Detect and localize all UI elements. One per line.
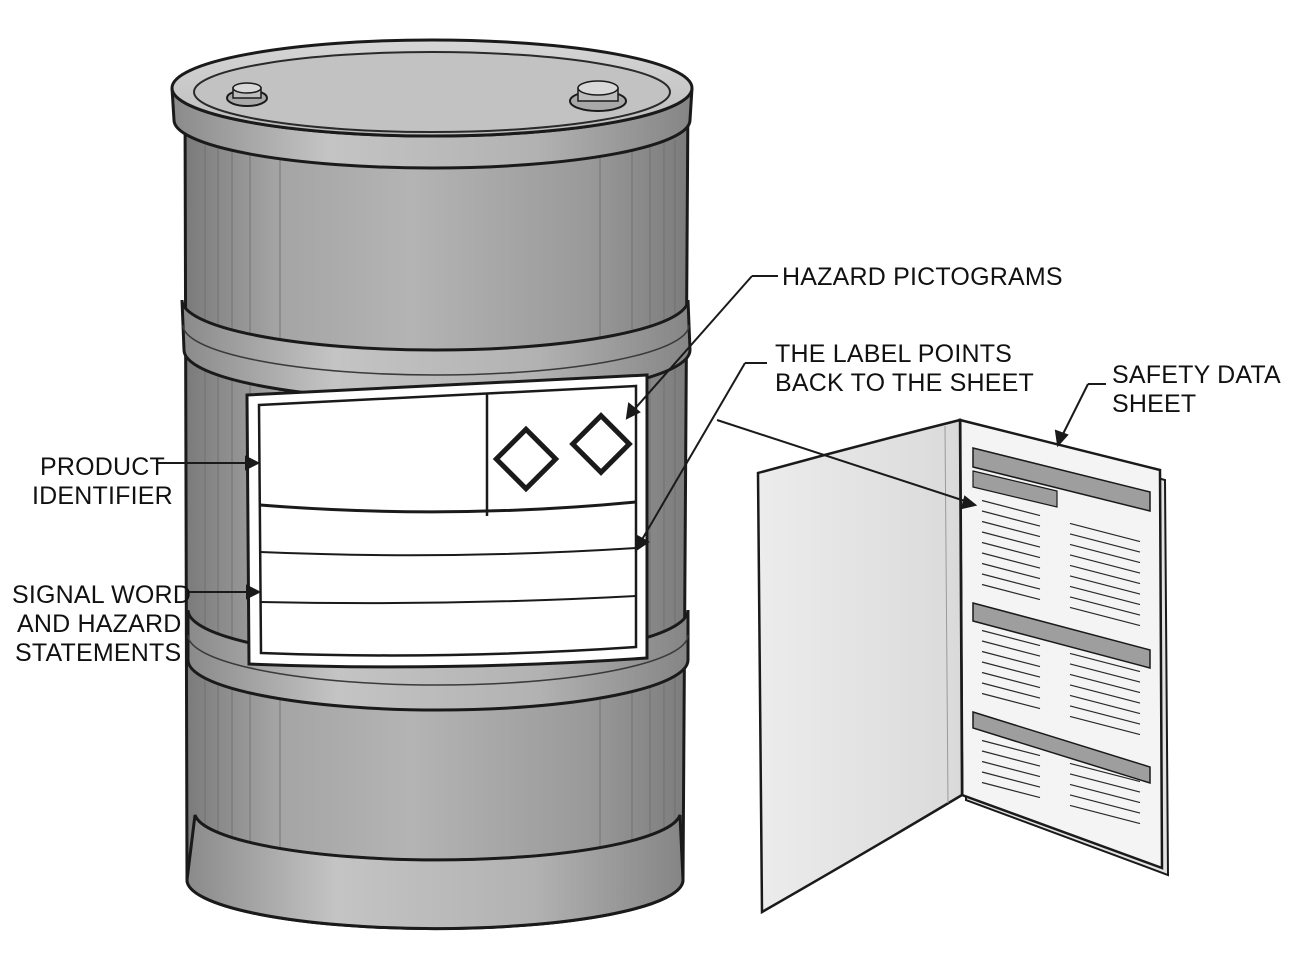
steel-drum: [170, 38, 694, 931]
sds-text-line: [1069, 663, 1141, 683]
sds-text-line: [1069, 652, 1141, 673]
callout-leader-lines: [158, 275, 1106, 600]
callout-line: SIGNAL WORD: [12, 581, 191, 609]
sds-text-line: [981, 573, 1041, 590]
sds-text-line: [981, 629, 1041, 647]
label-line-2: [259, 595, 637, 605]
sds-text-line: [1069, 804, 1141, 825]
sds-text-line: [981, 520, 1041, 538]
callout-signal-word: SIGNAL WORD AND HAZARD STATEMENTS: [12, 581, 198, 667]
callout-line: BACK TO THE SHEET: [775, 369, 1034, 397]
sds-text-lines: [981, 499, 1141, 825]
callout-product-identifier: PRODUCT IDENTIFIER: [32, 453, 173, 510]
sds-text-line: [981, 682, 1041, 699]
sds-text-line: [1069, 564, 1141, 585]
drum-bung-small: [226, 82, 268, 107]
arrow-hazard-pictograms: [625, 402, 641, 420]
callout-line: HAZARD PICTOGRAMS: [782, 263, 1063, 291]
label-divider-main: [259, 500, 637, 514]
sds-text-line: [1069, 794, 1141, 814]
sds-text-line: [981, 583, 1041, 601]
sds-text-line: [981, 771, 1041, 788]
callout-line: SHEET: [1112, 390, 1196, 418]
sds-text-line: [981, 671, 1041, 689]
arrow-sds: [1054, 429, 1069, 448]
sds-section-bar-3: [972, 710, 1151, 785]
sds-text-line: [1069, 522, 1141, 543]
sds-text-line: [1069, 715, 1141, 736]
sds-text-line: [1069, 575, 1141, 595]
sds-text-line: [1069, 684, 1141, 704]
sds-text-line: [981, 781, 1041, 799]
sds-subheader-bar: [972, 470, 1058, 508]
callout-line: SAFETY DATA: [1112, 361, 1281, 389]
sds-text-line: [1069, 694, 1141, 715]
callout-line: STATEMENTS: [15, 639, 181, 667]
callout-line: THE LABEL POINTS: [775, 340, 1012, 368]
callout-hazard-pictograms: HAZARD PICTOGRAMS: [782, 263, 1063, 291]
hazard-pictogram-2: [569, 412, 633, 476]
callout-line: IDENTIFIER: [32, 482, 173, 510]
sds-text-line: [981, 661, 1041, 678]
sds-header-bar-top: [972, 447, 1151, 512]
sds-text-line: [981, 541, 1041, 559]
sds-text-line: [981, 760, 1041, 778]
label-inner-border: [257, 384, 638, 657]
sds-text-line: [981, 510, 1041, 527]
callout-line: PRODUCT: [40, 453, 165, 481]
callout-safety-data-sheet: SAFETY DATA SHEET: [1112, 361, 1287, 418]
sds-text-line: [1069, 543, 1141, 564]
sds-text-line: [981, 552, 1041, 569]
sds-text-line: [981, 499, 1041, 517]
arrow-label-points: [634, 534, 650, 552]
arrow-product-identifier: [245, 455, 261, 471]
sds-text-line: [981, 750, 1041, 767]
sds-section-bar-2: [972, 602, 1151, 669]
sds-text-line: [981, 692, 1041, 710]
callout-label-points-back: THE LABEL POINTS BACK TO THE SHEET: [775, 340, 1034, 397]
sds-text-line: [1069, 705, 1141, 725]
sds-text-line: [981, 640, 1041, 657]
sds-text-line: [981, 739, 1041, 757]
drum-bung-large: [569, 80, 627, 112]
sds-text-line: [981, 531, 1041, 548]
callout-labels: HAZARD PICTOGRAMS THE LABEL POINTS BACK …: [12, 263, 1287, 667]
callout-line: AND HAZARD: [17, 610, 182, 638]
ghs-label: [245, 373, 649, 669]
arrow-to-sheet: [960, 495, 978, 510]
arrow-signal-word: [246, 584, 262, 600]
sds-text-line: [1069, 762, 1141, 783]
sds-text-line: [1069, 596, 1141, 616]
sds-text-line: [1069, 773, 1141, 793]
label-line-1: [259, 547, 637, 557]
sds-text-line: [981, 562, 1041, 580]
sds-text-line: [1069, 585, 1141, 606]
sds-text-line: [1069, 533, 1141, 553]
leader-label-to-sheet: [716, 419, 969, 503]
sds-text-line: [981, 650, 1041, 668]
sds-text-line: [1069, 673, 1141, 694]
sds-text-line: [1069, 783, 1141, 804]
safety-data-sheet-booklet: [756, 418, 1170, 915]
hazard-pictogram-1: [492, 425, 560, 493]
sds-text-line: [1069, 606, 1141, 627]
sds-left-page: [756, 418, 964, 915]
sds-text-line: [1069, 554, 1141, 574]
